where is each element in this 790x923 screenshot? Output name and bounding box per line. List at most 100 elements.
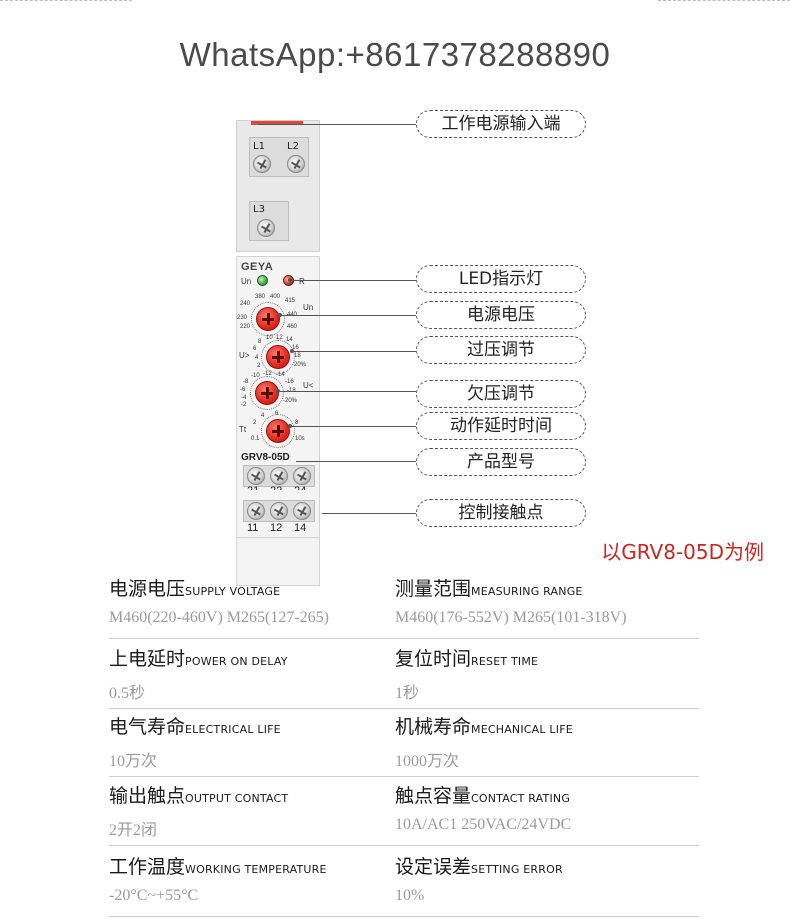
spec-label-en: POWER ON DELAY <box>185 655 288 668</box>
under-voltage-knob[interactable] <box>255 381 279 405</box>
leader-dot <box>276 389 280 393</box>
dial-under-tick: -16 <box>285 379 294 385</box>
spec-cell: 电气寿命ELECTRICAL LIFE 10万次 <box>109 712 399 771</box>
spec-row: 工作温度WORKING TEMPERATURE -20°C~+55°C 设定误差… <box>109 848 699 917</box>
spec-value: 0.5秒 <box>109 685 146 702</box>
dial-under-scale <box>250 376 284 410</box>
dial-over-tick: 18 <box>294 353 301 359</box>
spec-label-cn: 电源电压 <box>109 578 186 600</box>
leader-line <box>258 124 416 125</box>
spec-label-cn: 触点容量 <box>395 785 472 807</box>
dial-un-tick: 220 <box>240 324 251 330</box>
dial-under-tick: -10 <box>251 373 260 379</box>
dial-over-tick: 8 <box>258 339 262 345</box>
dial-over-tick: 4 <box>255 355 259 361</box>
leader-dot <box>288 424 292 428</box>
leader-line <box>296 461 416 462</box>
dial-over-name: U> <box>239 351 250 360</box>
spec-label-en: MECHANICAL LIFE <box>471 723 573 736</box>
top-dashed-line-left <box>0 0 132 3</box>
spec-value: 1000万次 <box>395 753 460 770</box>
spec-cell: 电源电压SUPPLY VOLTAGE M460(220-460V) M265(1… <box>109 574 399 627</box>
callout-control-contact: 控制接触点 <box>416 499 586 527</box>
screw-12-icon <box>270 502 288 520</box>
device-bottom-housing: 11 12 14 <box>236 490 320 538</box>
dial-over-tick: 10 <box>266 335 273 341</box>
spec-cell: 工作温度WORKING TEMPERATURE -20°C~+55°C <box>109 852 399 905</box>
spec-label-en: WORKING TEMPERATURE <box>185 863 327 876</box>
dial-under-tick: -12 <box>263 371 272 377</box>
dial-under-tick: -4 <box>241 395 247 401</box>
spec-cell: 复位时间RESET TIME 1秒 <box>395 644 685 703</box>
dial-over-scale <box>261 340 295 374</box>
leader-line <box>278 391 416 392</box>
dial-delay-tick: 0.1 <box>251 436 260 442</box>
spec-value: M460(220-460V) M265(127-265) <box>109 609 329 626</box>
dial-over-tick: 6 <box>253 346 257 352</box>
callout-power-input: 工作电源输入端 <box>416 110 586 138</box>
screw-22-icon <box>270 467 288 485</box>
brand-logo: GEYA <box>241 261 274 273</box>
spec-row: 上电延时POWER ON DELAY 0.5秒 复位时间RESET TIME 1… <box>109 640 699 709</box>
screw-11-icon <box>247 502 265 520</box>
callout-supply-voltage: 电源电压 <box>416 301 586 329</box>
callout-led: LED指示灯 <box>416 265 586 293</box>
spec-label-cn: 输出触点 <box>109 785 186 807</box>
dial-under-name: U< <box>303 381 314 390</box>
spec-label-en: CONTACT RATING <box>471 792 571 805</box>
leader-line <box>290 426 416 427</box>
contact-number: 12 <box>270 522 283 534</box>
dial-under-tick: -6 <box>240 387 246 393</box>
contact-number: 11 <box>247 522 259 534</box>
dial-un-tick: 240 <box>240 301 251 307</box>
delay-time-knob[interactable] <box>266 419 290 443</box>
spec-label-cn: 上电延时 <box>109 648 186 670</box>
dial-un-scale <box>251 302 285 336</box>
leader-dot <box>288 278 292 282</box>
callout-over-voltage: 过压调节 <box>416 336 586 364</box>
spec-cell: 输出触点OUTPUT CONTACT 2开2闭 <box>109 781 399 840</box>
contact-number: 14 <box>294 522 307 534</box>
terminal-label-l2: L2 <box>287 141 299 152</box>
dial-un-tick: 380 <box>255 294 266 300</box>
dial-over-tick: 20% <box>294 362 307 368</box>
callout-under-voltage: 欠压调节 <box>416 380 586 408</box>
device-top-housing: L1 L2 L3 <box>236 120 320 252</box>
spec-label-cn: 机械寿命 <box>395 716 472 738</box>
leader-dot <box>290 349 294 353</box>
screw-24-icon <box>293 467 311 485</box>
over-voltage-knob[interactable] <box>266 345 290 369</box>
spec-value: 10% <box>395 887 425 904</box>
spec-cell: 机械寿命MECHANICAL LIFE 1000万次 <box>395 712 685 771</box>
spec-label-en: ELECTRICAL LIFE <box>185 723 281 736</box>
whatsapp-contact: WhatsApp:+8617378288890 <box>179 36 611 73</box>
spec-row: 电气寿命ELECTRICAL LIFE 10万次 机械寿命MECHANICAL … <box>109 708 699 777</box>
dial-over-tick: 14 <box>286 337 293 343</box>
spec-cell: 触点容量CONTACT RATING 10A/AC1 250VAC/24VDC <box>395 781 685 834</box>
spec-label-cn: 复位时间 <box>395 648 472 670</box>
leader-line <box>290 280 416 281</box>
leader-dot <box>278 313 282 317</box>
dial-delay-tick: 8 <box>295 420 299 426</box>
spec-value: -20°C~+55°C <box>109 887 199 904</box>
dial-delay-tick: 10s <box>295 436 305 442</box>
leader-line <box>292 351 416 352</box>
led-label-r: R <box>299 277 305 286</box>
spec-label-en: SUPPLY VOLTAGE <box>185 585 281 598</box>
spec-label-cn: 测量范围 <box>395 578 472 600</box>
voltage-knob[interactable] <box>256 307 280 331</box>
spec-cell: 上电延时POWER ON DELAY 0.5秒 <box>109 644 399 703</box>
spec-label-en: OUTPUT CONTACT <box>185 792 289 805</box>
spec-cell: 测量范围MEASURING RANGE M460(176-552V) M265(… <box>395 574 685 627</box>
device-model-label: GRV8-05D <box>241 452 290 463</box>
dial-under-tick: -20% <box>283 398 298 404</box>
screw-21-icon <box>247 467 265 485</box>
dial-delay-tick: 2 <box>253 420 257 426</box>
spec-label-en: SETTING ERROR <box>471 863 563 876</box>
dial-over-tick: 12 <box>276 335 283 341</box>
dial-un-tick: 415 <box>285 298 296 304</box>
relay-device-illustration: L1 L2 L3 GEYA Un R 380 400 415 240 Un 44… <box>236 120 320 586</box>
dial-under-tick: -2 <box>241 402 247 408</box>
terminal-label-l3: L3 <box>253 204 265 215</box>
led-label-un: Un <box>241 277 252 286</box>
